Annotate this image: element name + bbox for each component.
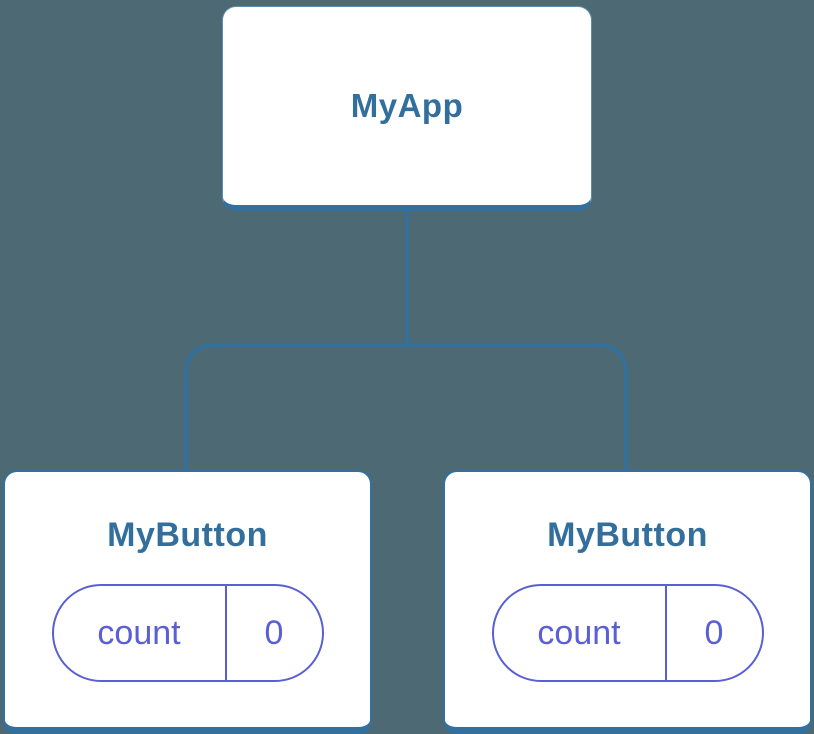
state-key-cell: count [54, 586, 225, 680]
state-pill-left: count 0 [51, 584, 324, 682]
children-bracket-line [184, 343, 628, 472]
state-value-label: 0 [264, 614, 284, 652]
state-value-cell: 0 [227, 586, 322, 680]
component-node-mybutton-left: MyButton count 0 [3, 470, 372, 734]
state-pill-divider [224, 586, 227, 680]
component-label-mybutton-left: MyButton [107, 516, 268, 554]
state-key-label: count [537, 614, 621, 652]
state-key-cell: count [494, 586, 665, 680]
component-label-myapp: MyApp [350, 87, 464, 124]
state-value-cell: 0 [667, 586, 762, 680]
state-pill-right: count 0 [491, 584, 764, 682]
component-label-mybutton-right: MyButton [547, 516, 708, 554]
state-pill-divider [664, 586, 667, 680]
component-node-myapp: MyApp [222, 6, 592, 211]
component-node-mybutton-right: MyButton count 0 [443, 470, 812, 734]
state-value-label: 0 [704, 614, 724, 652]
state-key-label: count [97, 614, 181, 652]
